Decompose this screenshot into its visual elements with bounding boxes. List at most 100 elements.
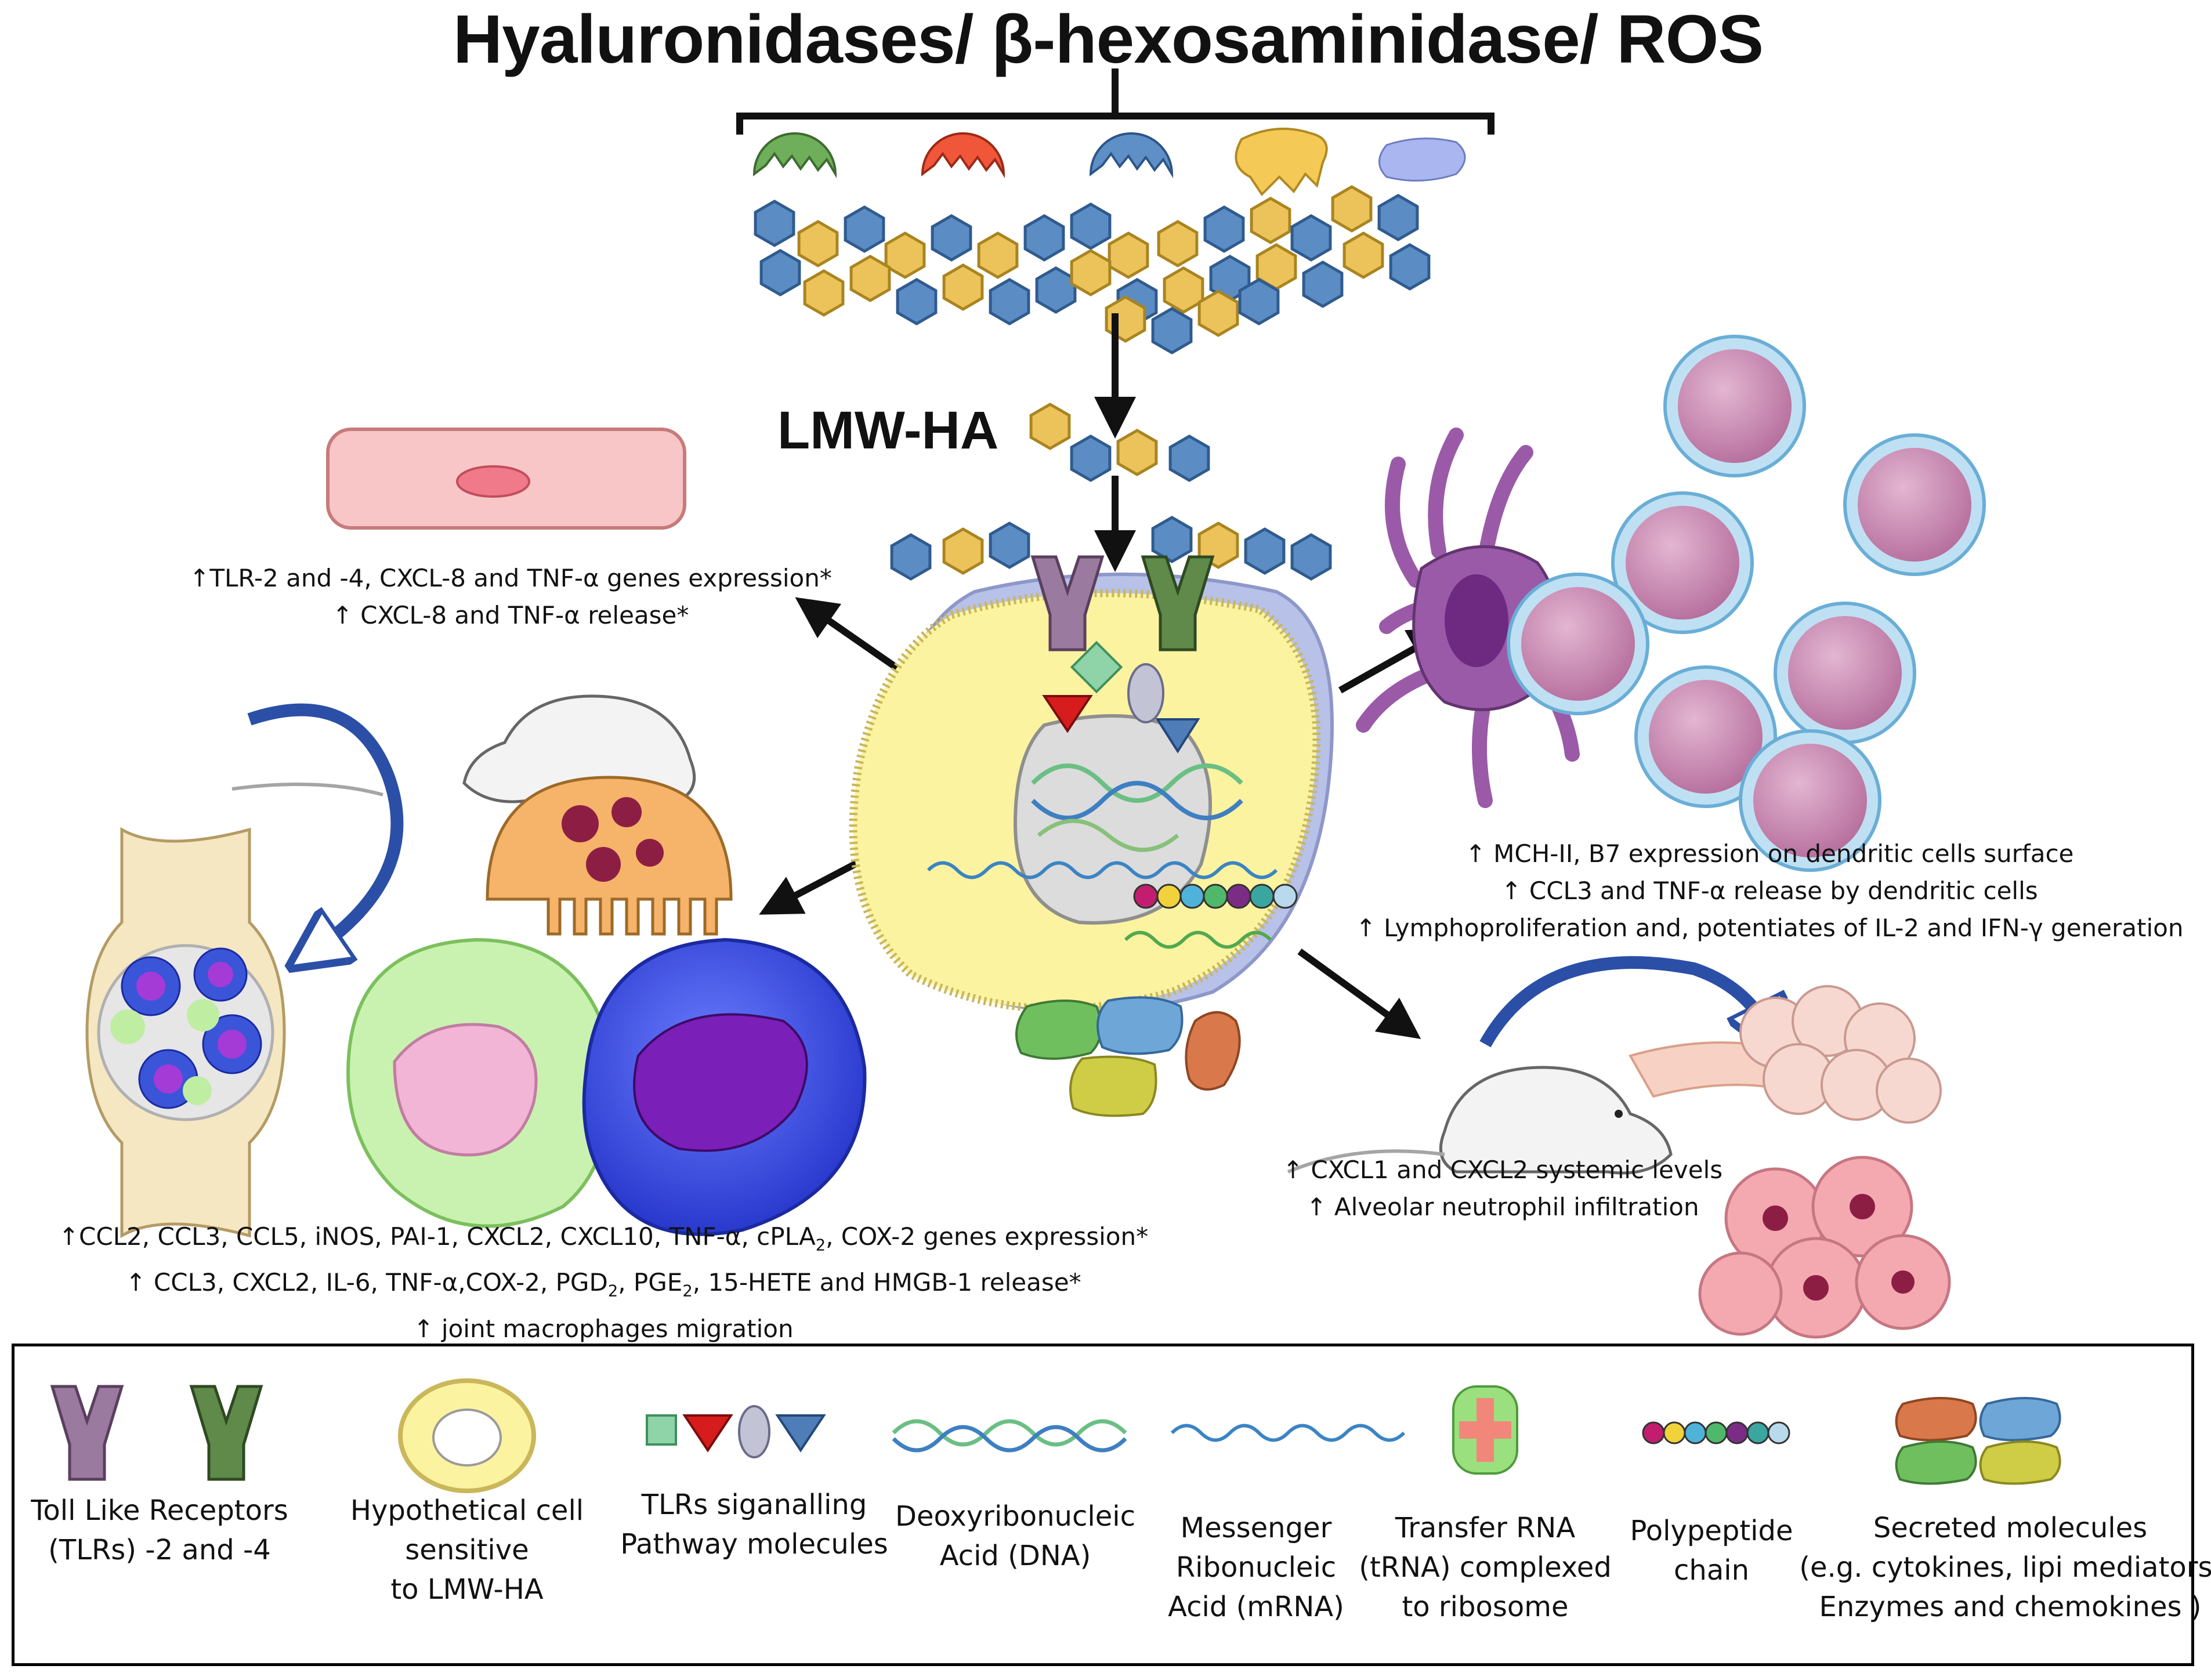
hyaluronan-unit-icon bbox=[759, 249, 801, 296]
legend-trna-icon bbox=[1452, 1385, 1518, 1475]
hyaluronan-unit-icon bbox=[1168, 435, 1210, 482]
hyaluronan-unit-icon bbox=[1157, 220, 1199, 267]
legend-label-line: (e.g. cytokines, lipi mediators, bbox=[1799, 1551, 2211, 1584]
lymphocyte-icon bbox=[1507, 573, 1649, 715]
macrophage-cell-icon bbox=[582, 937, 867, 1236]
legend-icons bbox=[50, 1378, 2061, 1493]
title-bracket bbox=[736, 68, 1494, 135]
amino-acid-bead-icon bbox=[1272, 884, 1298, 909]
hyaluronan-unit-icon bbox=[1197, 289, 1239, 337]
hyaluronan-unit-icon bbox=[1108, 231, 1149, 279]
legend-label-tlr-receptor: Toll Like Receptors(TLRs) -2 and -4 bbox=[0, 1491, 380, 1570]
enzyme-yellow-icon bbox=[1235, 128, 1328, 197]
central-hypothetical-cell-icon bbox=[849, 573, 1334, 1015]
hyaluronan-unit-icon bbox=[1116, 429, 1158, 476]
diagram-title: Hyaluronidases/ β-hexosaminidase/ ROS bbox=[453, 1, 1764, 78]
ros-icon bbox=[1378, 137, 1466, 182]
tlr4-receptor-icon bbox=[1141, 555, 1215, 651]
tlr2-receptor-icon bbox=[1030, 555, 1105, 651]
legend-label-line: to LMW-HA bbox=[390, 1573, 544, 1606]
legend-signalling-icon bbox=[646, 1405, 826, 1458]
hyaluronan-unit-icon bbox=[1070, 249, 1112, 296]
hyaluronan-unit-icon bbox=[890, 533, 932, 581]
legend-label-line: Messenger bbox=[1180, 1512, 1332, 1544]
legend-tlr2-icon bbox=[50, 1385, 124, 1481]
legend-box bbox=[12, 1344, 2194, 1666]
enzymes bbox=[752, 128, 1466, 197]
legend-label-line: sensitive bbox=[405, 1534, 529, 1566]
hyaluronan-unit-icon bbox=[977, 231, 1019, 279]
dendritic-effect-line: ↑ Lymphoproliferation and, potentiates o… bbox=[1355, 914, 2184, 942]
hyaluronan-unit-icon bbox=[1070, 435, 1112, 482]
joint-icon bbox=[85, 827, 286, 1239]
hyaluronan-unit-icon bbox=[896, 278, 938, 325]
macrophage-effect-line: ↑ CCL3, CXCL2, IL-6, TNF-α,COX-2, PGD2, … bbox=[125, 1268, 1081, 1301]
hyaluronan-unit-icon bbox=[989, 522, 1030, 569]
enzyme-blue-icon bbox=[1089, 132, 1174, 179]
legend-mrna-icon bbox=[1170, 1424, 1406, 1442]
hyaluronan-unit-icon bbox=[849, 255, 891, 302]
hyaluronan-unit-icon bbox=[797, 220, 839, 267]
lymphocyte-icon bbox=[1843, 433, 1986, 576]
hyaluronan-unit-icon bbox=[1163, 266, 1204, 314]
hyaluronan-unit-icon bbox=[1029, 403, 1071, 450]
neutrophil-cell-icon bbox=[346, 937, 613, 1228]
legend-label-line: Secreted molecules bbox=[1873, 1512, 2148, 1544]
hyaluronan-unit-icon bbox=[931, 214, 972, 262]
lymphocyte-icon bbox=[1634, 665, 1777, 808]
fibroblast-effects: ↑TLR-2 and -4, CXCL-8 and TNF-α genes ex… bbox=[139, 560, 882, 634]
lmw-ha-label: LMW-HA bbox=[777, 401, 999, 460]
lymphocyte-icon bbox=[1739, 729, 1881, 872]
legend-label-line: to ribosome bbox=[1402, 1591, 1569, 1623]
legend-label-secreted-molecules: Secreted molecules (e.g. cytokines, lipi … bbox=[1790, 1508, 2211, 1627]
dendritic-effect-line: ↑ MCH-II, B7 expression on dendritic cel… bbox=[1465, 839, 2074, 868]
hyaluronan-unit-icon bbox=[1151, 516, 1193, 563]
legend-label-line: Transfer RNA bbox=[1395, 1512, 1576, 1544]
hyaluronan-unit-icon bbox=[942, 527, 984, 575]
amino-acid-bead-icon bbox=[1249, 884, 1275, 909]
hyaluronan-unit-icon bbox=[1023, 214, 1065, 262]
hyaluronan-unit-icon bbox=[1290, 214, 1332, 262]
amino-acid-bead-icon bbox=[1203, 884, 1228, 909]
amino-acid-bead-icon bbox=[1133, 884, 1159, 909]
secreted-molecules-icon bbox=[1015, 996, 1241, 1117]
lung-effect-line: ↑ Alveolar neutrophil infiltration bbox=[1306, 1193, 1699, 1221]
lung-curved-arrow bbox=[1479, 956, 1769, 1044]
legend-label-line: (tRNA) complexed bbox=[1359, 1551, 1612, 1584]
hyaluronan-unit-icon bbox=[1250, 197, 1291, 244]
legend-label-trna-ribosome: Transfer RNA (tRNA) complexed to ribosome bbox=[1265, 1508, 1706, 1627]
dendritic-effect-line: ↑ CCL3 and TNF-α release by dendritic ce… bbox=[1501, 877, 2038, 905]
hyaluronan-unit-icon bbox=[1035, 266, 1077, 314]
macrophage-effects: ↑CCL2, CCL3, CCL5, iNOS, PAI-1, CXCL2, C… bbox=[17, 1218, 1189, 1348]
legend-label-line: Acid (mRNA) bbox=[1168, 1591, 1344, 1623]
hyaluronan-unit-icon bbox=[1377, 194, 1419, 241]
lung-effects: ↑ CXCL1 and CXCL2 systemic levels ↑ Alve… bbox=[1224, 1152, 1781, 1226]
legend-label-hypothetical-cell: Hypothetical cell sensitive to LMW-HA bbox=[247, 1491, 687, 1609]
legend-secreted-icon bbox=[1895, 1397, 2061, 1485]
polypeptide-chain-icon bbox=[1133, 884, 1298, 909]
hyaluronan-unit-icon bbox=[1302, 260, 1344, 308]
legend-label-line: Deoxyribonucleic bbox=[895, 1500, 1135, 1533]
legend-tlr4-icon bbox=[189, 1385, 263, 1481]
lung-alveoli-icon bbox=[1628, 985, 1951, 1339]
legend-label-line: TLRs siganalling bbox=[641, 1489, 867, 1521]
hyaluronan-unit-icon bbox=[1290, 533, 1332, 581]
hyaluronan-chain bbox=[754, 185, 1431, 581]
lung-effect-line: ↑ CXCL1 and CXCL2 systemic levels bbox=[1282, 1156, 1723, 1184]
legend-label-line: Toll Like Receptors bbox=[31, 1494, 288, 1527]
fibroblast-effect-line: ↑ CXCL-8 and TNF-α release* bbox=[332, 601, 689, 629]
dendritic-effects: ↑ MCH-II, B7 expression on dendritic cel… bbox=[1334, 835, 2205, 947]
lymphocytes bbox=[1507, 335, 1986, 872]
legend-label-line: Hypothetical cell bbox=[350, 1494, 584, 1527]
legend-label-line: Ribonucleic bbox=[1175, 1551, 1337, 1584]
legend-dna-icon bbox=[892, 1419, 1127, 1453]
amino-acid-bead-icon bbox=[1767, 1421, 1790, 1444]
macrophage-effect-line: ↑CCL2, CCL3, CCL5, iNOS, PAI-1, CXCL2, C… bbox=[58, 1222, 1149, 1255]
fibroblast-effect-line: ↑TLR-2 and -4, CXCL-8 and TNF-α genes ex… bbox=[189, 564, 832, 592]
lymphocyte-icon bbox=[1774, 602, 1916, 744]
enzyme-red-icon bbox=[921, 132, 1005, 179]
